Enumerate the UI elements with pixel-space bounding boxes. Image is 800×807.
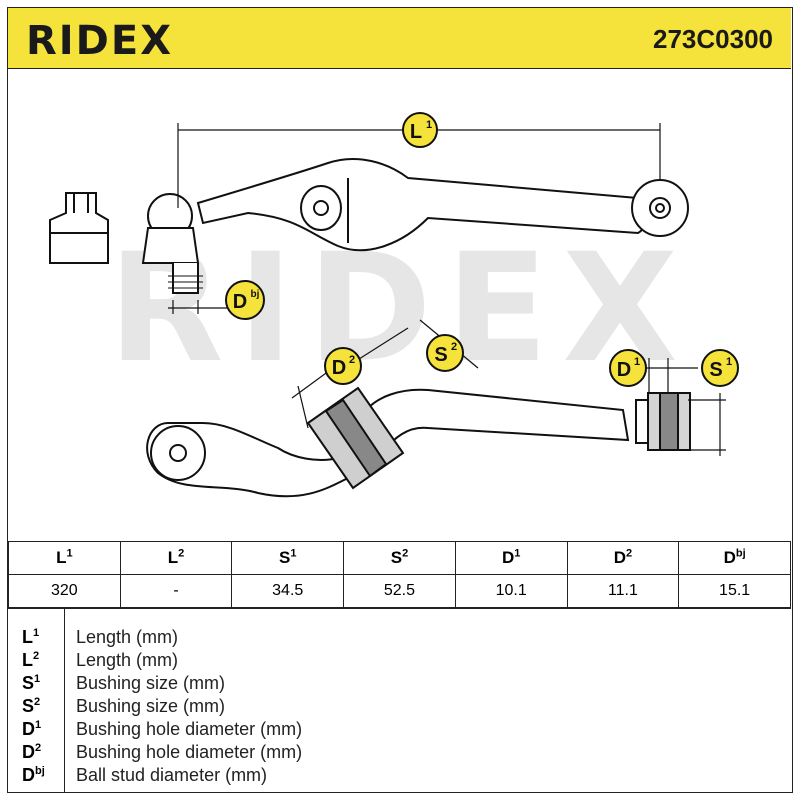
legend-text: Length (mm) (76, 650, 179, 670)
part-code: 273C0300 (653, 24, 773, 54)
svg-text:2: 2 (349, 354, 355, 366)
watermark-text: RIDEX (108, 222, 692, 396)
spec-value-s2: 52.5 (343, 574, 456, 608)
spec-table: L1 L2 S1 S2 D1 D2 Dbj 320 - 34.5 52.5 10… (8, 541, 791, 608)
svg-text:L: L (410, 121, 422, 143)
legend-text: Bushing size (mm) (76, 696, 226, 716)
legend-text: Bushing size (mm) (76, 673, 226, 693)
dimension-dbj (168, 300, 228, 314)
legend-row-l2: L2 Length (mm) (8, 650, 791, 672)
legend-text: Bushing hole diameter (mm) (76, 719, 303, 739)
header-bar: RIDEX 273C0300 (8, 8, 791, 69)
callout-d2: D 2 (324, 347, 362, 385)
spec-value-d1: 10.1 (454, 574, 568, 608)
spec-header-l2: L2 (119, 541, 233, 575)
legend: L1 Length (mm) L2 Length (mm) S1 Bushing… (8, 608, 791, 792)
spec-value-l1: 320 (8, 574, 121, 608)
legend-symbol: L2 (22, 650, 40, 670)
svg-text:1: 1 (634, 356, 640, 368)
spec-header-s2: S2 (343, 541, 456, 575)
spec-value-d2: 11.1 (566, 574, 680, 608)
legend-row-d1: D1 Bushing hole diameter (mm) (8, 719, 791, 741)
legend-row-d2: D2 Bushing hole diameter (mm) (8, 742, 791, 764)
spec-value-s1: 34.5 (231, 574, 345, 608)
svg-text:D: D (233, 291, 247, 313)
callout-d1: D 1 (609, 349, 647, 387)
legend-text: Ball stud diameter (mm) (76, 765, 268, 785)
callout-s2: S 2 (426, 334, 464, 372)
legend-row-dbj: Dbj Ball stud diameter (mm) (8, 765, 791, 787)
legend-symbol: S1 (22, 673, 41, 693)
svg-text:S: S (709, 359, 722, 381)
svg-text:S: S (434, 344, 447, 366)
spec-header-d1: D1 (454, 541, 568, 575)
spec-value-row: 320 - 34.5 52.5 10.1 11.1 15.1 (8, 574, 791, 608)
brand-logo: RIDEX (26, 18, 174, 64)
arm-side-view (146, 386, 691, 498)
legend-symbol: Dbj (22, 765, 45, 785)
svg-text:D: D (617, 359, 631, 381)
svg-text:bj: bj (251, 289, 260, 300)
legend-text: Length (mm) (76, 627, 179, 647)
spec-value-dbj: 15.1 (678, 574, 791, 608)
technical-drawing: RIDEX (49, 112, 739, 498)
callout-s1: S 1 (701, 349, 739, 387)
callout-dbj: D bj (225, 280, 265, 320)
callout-l1: L 1 (402, 112, 438, 148)
spec-header-dbj: Dbj (678, 541, 791, 575)
spec-header-row: L1 L2 S1 S2 D1 D2 Dbj (8, 541, 791, 575)
spec-header-l1: L1 (8, 541, 121, 575)
svg-text:1: 1 (426, 119, 432, 131)
legend-text: Bushing hole diameter (mm) (76, 742, 303, 762)
product-sheet: RIDEX 273C0300 RIDEX (7, 7, 793, 793)
legend-divider (64, 609, 65, 792)
legend-symbol: S2 (22, 696, 41, 716)
legend-row-s2: S2 Bushing size (mm) (8, 696, 791, 718)
spec-header-d2: D2 (566, 541, 680, 575)
legend-row-s1: S1 Bushing size (mm) (8, 673, 791, 695)
legend-row-l1: L1 Length (mm) (8, 627, 791, 649)
svg-text:D: D (332, 357, 346, 379)
svg-text:2: 2 (451, 341, 457, 353)
spec-header-s1: S1 (231, 541, 345, 575)
legend-symbol: D2 (22, 742, 42, 762)
arm-top-view (49, 157, 689, 294)
legend-symbol: D1 (22, 719, 42, 739)
legend-symbol: L1 (22, 627, 40, 647)
svg-text:1: 1 (726, 356, 732, 368)
spec-value-l2: - (119, 574, 233, 608)
